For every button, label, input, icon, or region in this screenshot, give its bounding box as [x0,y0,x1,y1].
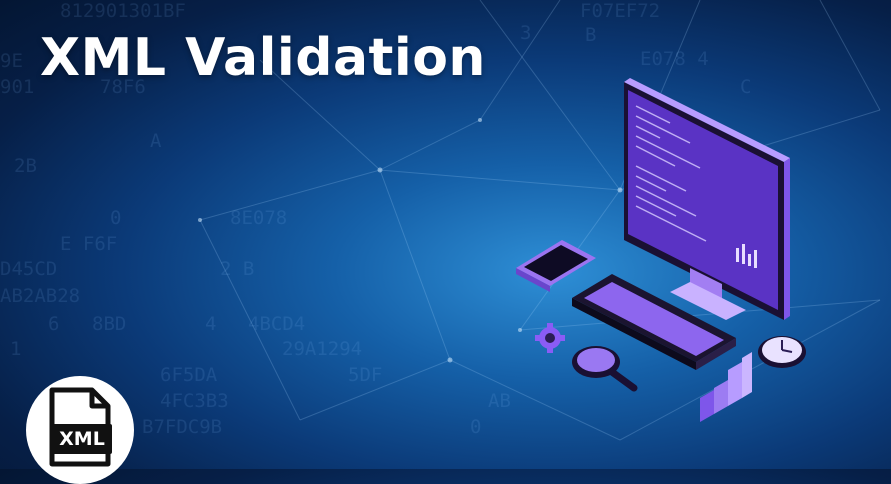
hex-text: 29A1294 [282,338,363,360]
monitor-icon [624,78,790,320]
keyboard-icon [572,274,736,370]
xml-badge-label: XML [52,424,112,454]
hex-text: AB [488,390,511,412]
hex-text: C [740,76,752,98]
hex-text: 5DF [348,364,383,386]
hex-text: 4BCD4 [248,313,306,335]
hex-text: 4 [205,313,217,335]
hex-text: 0 [470,416,482,438]
hex-text: 812901301BF [60,0,186,22]
gear-icon [535,323,565,353]
background-hex-pattern: 812901301BF F07EF72 3 B E078 4 C 9E 901 … [0,0,752,438]
hex-text: 4FC3B3 [160,390,229,412]
hex-text: 6F5DA [160,364,218,386]
hex-text: 0 [110,207,122,229]
clock-icon [758,336,806,368]
hex-text: 3 [520,22,532,44]
hex-text: E F6F [60,233,118,255]
hex-text: 1 [10,338,22,360]
hex-text: B [585,24,597,46]
computer-illustration [516,78,806,422]
bar-chart-icon [700,352,752,422]
hex-text: 6 [48,313,60,335]
hex-text: 901 [0,76,35,98]
hex-text: 8E078 [230,207,288,229]
hex-text: 2 B [220,258,255,280]
hex-text: 8BD [92,313,127,335]
hex-text: F07EF72 [580,0,661,22]
xml-badge: XML [26,376,134,484]
hex-text: A [150,130,162,152]
tablet-icon [516,240,596,292]
magnifier-icon [572,346,638,392]
hex-text: E078 4 [640,48,709,70]
hex-text: AB2AB28 [0,285,81,307]
page-title: XML Validation [40,28,486,88]
hex-text: 9E [0,50,23,72]
hex-text: B7FDC9B [142,416,223,438]
hex-text: 78F6 [100,76,146,98]
hex-text: 2B [14,155,37,177]
hex-text: D45CD [0,258,58,280]
